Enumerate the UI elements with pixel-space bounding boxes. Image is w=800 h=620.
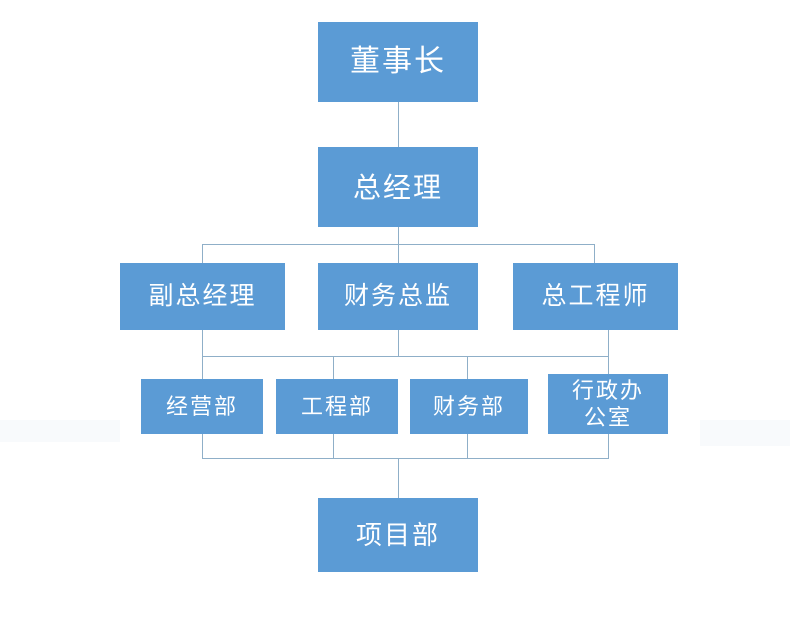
- connector-riser-admin-office: [608, 434, 609, 458]
- node-chairman[interactable]: 董事长: [318, 22, 478, 102]
- connector-drop-finance-director: [398, 244, 399, 263]
- node-deputy-general-manager[interactable]: 副总经理: [120, 263, 285, 330]
- connector-drop-operations-dept: [202, 356, 203, 379]
- connector-drop-chief-engineer: [594, 244, 595, 263]
- connector-chairman-to-gm: [398, 102, 399, 147]
- connector-stub-finance-director-down: [398, 330, 399, 356]
- connector-stub-deputy-gm-down: [202, 330, 203, 356]
- node-general-manager[interactable]: 总经理: [318, 147, 478, 227]
- connector-gm-stub: [398, 227, 399, 245]
- node-finance-dept[interactable]: 财务部: [410, 379, 528, 434]
- node-admin-office[interactable]: 行政办 公室: [548, 374, 668, 434]
- connector-riser-finance-dept: [467, 434, 468, 458]
- connector-drop-project-dept: [398, 458, 399, 498]
- connector-drop-engineering-dept: [333, 356, 334, 379]
- node-engineering-dept[interactable]: 工程部: [276, 379, 398, 434]
- scan-artifact: [700, 420, 790, 446]
- node-chief-engineer[interactable]: 总工程师: [513, 263, 678, 330]
- connector-bus-level5: [202, 458, 609, 459]
- node-project-dept[interactable]: 项目部: [318, 498, 478, 572]
- connector-riser-engineering-dept: [333, 434, 334, 458]
- connector-drop-deputy-gm: [202, 244, 203, 263]
- node-operations-dept[interactable]: 经营部: [141, 379, 263, 434]
- connector-bus-level4: [202, 356, 609, 357]
- connector-stub-chief-engineer-down: [608, 330, 609, 374]
- connector-drop-finance-dept: [467, 356, 468, 379]
- node-finance-director[interactable]: 财务总监: [318, 263, 478, 330]
- scan-artifact: [0, 420, 120, 442]
- connector-riser-operations-dept: [202, 434, 203, 458]
